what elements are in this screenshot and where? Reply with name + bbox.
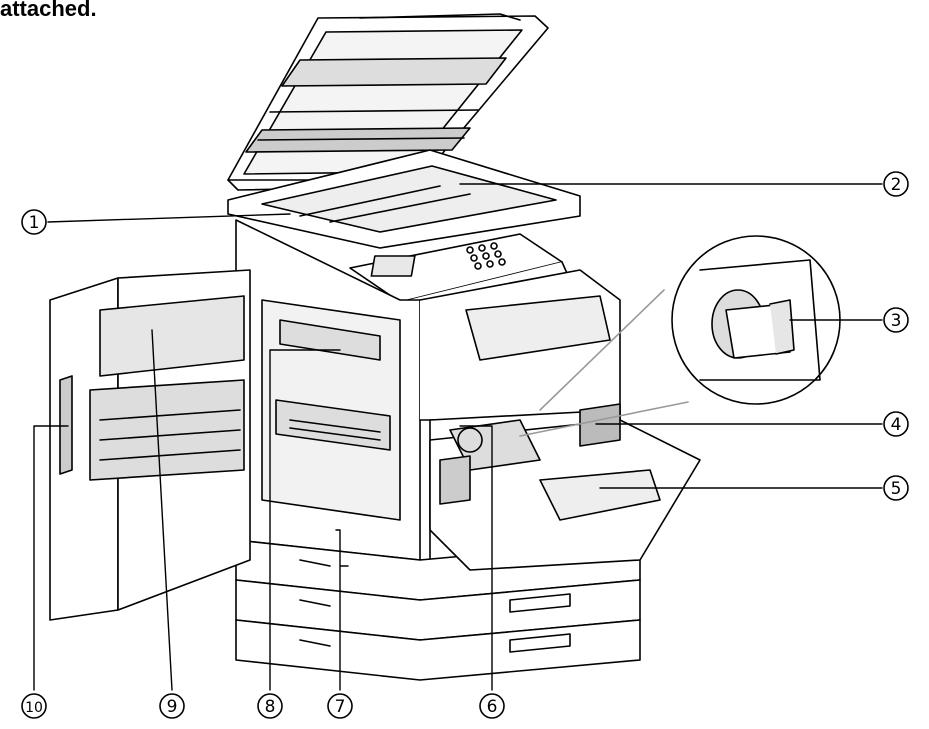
svg-text:1: 1 [29, 213, 40, 233]
left-cover [49, 269, 251, 621]
callout-7: 7 [327, 693, 353, 719]
platen-glass [227, 149, 581, 249]
svg-text:8: 8 [265, 697, 276, 717]
callout-3: 3 [883, 307, 909, 333]
figure-caption: attached. [0, 0, 97, 21]
paper-drawers [235, 539, 641, 681]
svg-text:9: 9 [167, 697, 178, 717]
callout-1: 1 [21, 209, 47, 235]
callout-6: 6 [479, 693, 505, 719]
svg-text:2: 2 [891, 175, 902, 195]
document-feeder-lid [227, 13, 549, 191]
svg-text:4: 4 [891, 415, 902, 435]
callout-lines [33, 183, 883, 691]
front-cover [429, 403, 701, 571]
callout-8: 8 [257, 693, 283, 719]
callout-10: 10 [21, 693, 47, 719]
inner-transport [261, 299, 401, 521]
svg-text:10: 10 [25, 700, 43, 716]
svg-text:7: 7 [335, 697, 346, 717]
svg-text:3: 3 [891, 311, 902, 331]
callout-4: 4 [883, 411, 909, 437]
callout-9: 9 [159, 693, 185, 719]
callout-5: 5 [883, 475, 909, 501]
svg-text:6: 6 [487, 697, 498, 717]
svg-text:5: 5 [891, 479, 902, 499]
callout-2: 2 [883, 171, 909, 197]
